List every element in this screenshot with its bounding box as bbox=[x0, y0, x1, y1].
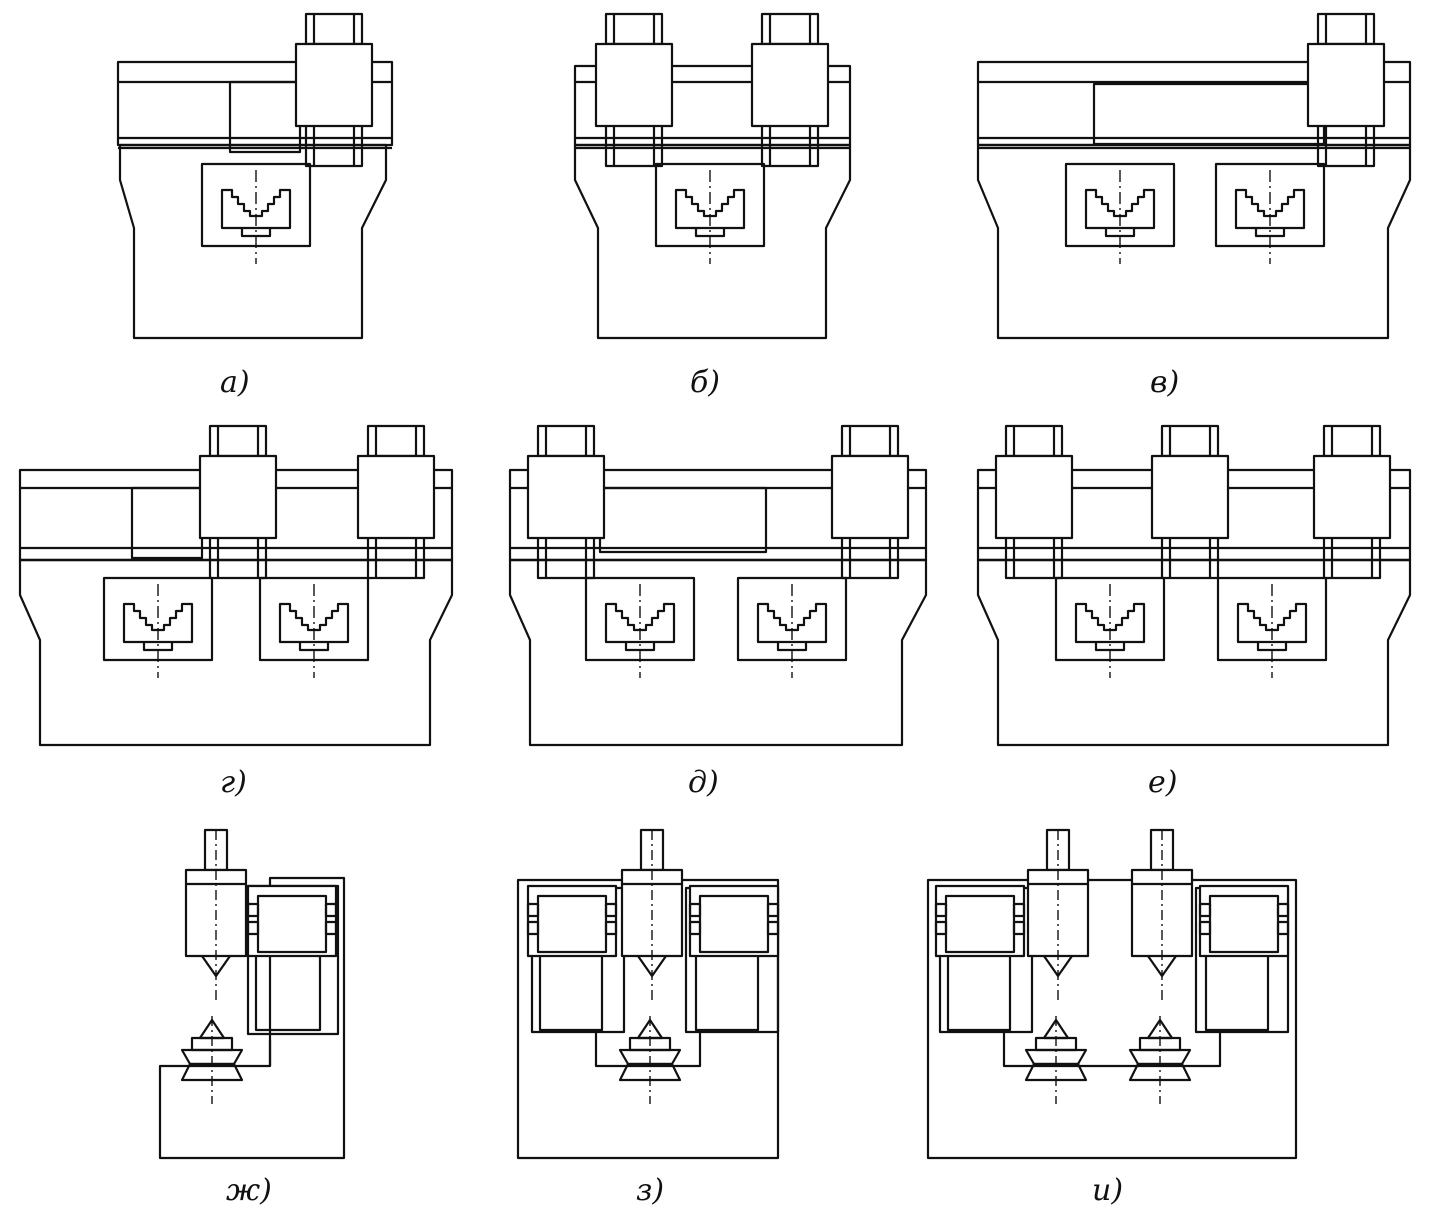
diagram-b bbox=[573, 12, 852, 340]
diagram-zh bbox=[158, 828, 346, 1160]
diagram-v bbox=[976, 12, 1412, 340]
diagram-d bbox=[508, 424, 928, 747]
caption-v: в) bbox=[1150, 365, 1179, 400]
caption-e: е) bbox=[1148, 765, 1177, 800]
diagram-a bbox=[116, 12, 394, 340]
caption-z: з) bbox=[636, 1173, 664, 1208]
diagram-g bbox=[18, 424, 454, 747]
diagram-i bbox=[926, 828, 1298, 1160]
diagram-z bbox=[516, 828, 780, 1160]
caption-a: а) bbox=[220, 365, 250, 400]
caption-zh: ж) bbox=[226, 1173, 272, 1208]
caption-d: д) bbox=[688, 765, 719, 800]
caption-g: г) bbox=[220, 765, 247, 800]
diagram-e bbox=[976, 424, 1412, 747]
caption-b: б) bbox=[690, 365, 720, 400]
caption-i: и) bbox=[1092, 1173, 1123, 1208]
